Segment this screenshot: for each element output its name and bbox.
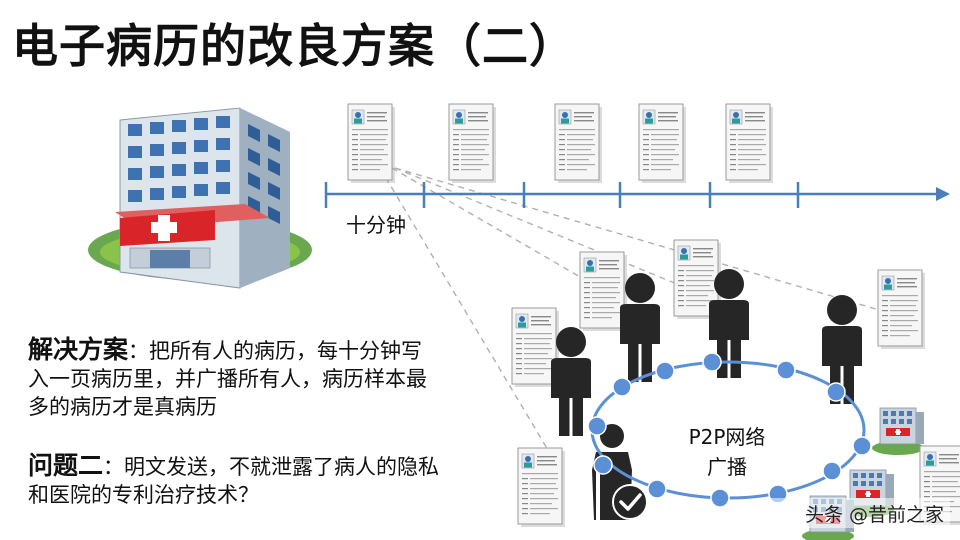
check-circle-icon <box>612 484 648 520</box>
medical-record-icon <box>877 269 926 350</box>
hospital-building-icon <box>88 107 312 289</box>
problem-text: ：明文发送，不就泄露了病人的隐私和医院的专利治疗技术？ <box>28 455 440 507</box>
medical-record-icon <box>554 103 603 184</box>
problem-heading: 问题二 <box>28 451 104 480</box>
medical-record-icon <box>579 251 628 332</box>
solution-text: ：把所有人的病历，每十分钟写入一页病历里，并广播所有人，病历样本最多的病历才是真… <box>28 339 427 419</box>
medical-record-icon <box>725 103 774 184</box>
problem-paragraph: 问题二：明文发送，不就泄露了病人的隐私和医院的专利治疗技术？ <box>28 452 448 509</box>
medical-record-icon <box>638 103 687 184</box>
p2p-network-ring <box>587 352 872 508</box>
network-label: P2P网络 <box>689 425 766 449</box>
solution-heading: 解决方案 <box>28 335 129 364</box>
timeline-arrow <box>324 182 950 208</box>
person-icon <box>551 327 591 436</box>
page-title: 电子病历的改良方案（二） <box>12 19 576 73</box>
medical-record-icon <box>448 103 497 184</box>
timeline-label: 十分钟 <box>346 213 406 237</box>
person-icon <box>620 273 660 382</box>
hospital-building-icon <box>871 407 925 456</box>
watermark: 头条 @昔前之家 <box>805 504 944 526</box>
broadcast-label: 广播 <box>707 455 747 479</box>
medical-record-icon <box>517 447 566 528</box>
medical-record-icon <box>347 103 396 184</box>
solution-paragraph: 解决方案：把所有人的病历，每十分钟写入一页病历里，并广播所有人，病历样本最多的病… <box>28 336 428 421</box>
